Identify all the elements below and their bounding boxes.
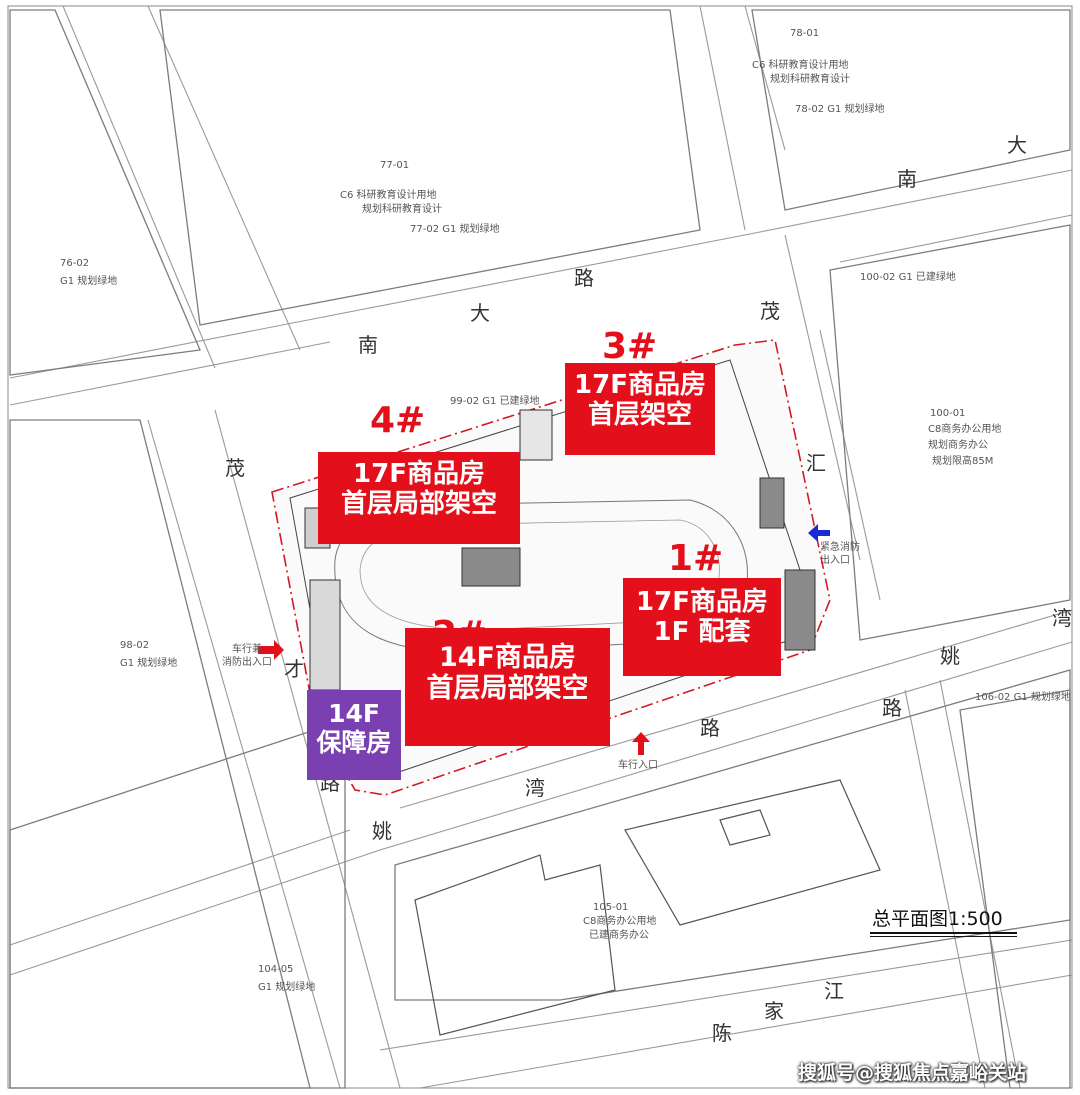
svg-text:76-02: 76-02 (60, 258, 89, 269)
road-label: 大 (1007, 133, 1027, 157)
svg-text:106-02 G1 规划绿地: 106-02 G1 规划绿地 (975, 690, 1071, 703)
road-label: 南 (897, 167, 917, 191)
svg-text:车行入口: 车行入口 (618, 758, 658, 771)
building-2-line-1: 14F商品房 (438, 642, 577, 673)
svg-text:G1 规划绿地: G1 规划绿地 (120, 656, 177, 669)
building-3-line-2: 首层架空 (587, 399, 692, 430)
affordable-line-2: 保障房 (316, 727, 392, 757)
road-label: 姚 (940, 644, 960, 668)
road-network (9, 5, 1073, 1089)
building-2-line-2: 首层局部架空 (426, 673, 589, 705)
svg-text:已建商务办公: 已建商务办公 (589, 928, 649, 941)
svg-text:C8商务办公用地: C8商务办公用地 (583, 914, 656, 927)
plot-blocks (9, 9, 1071, 1089)
building-3-line-1: 17F商品房 (574, 370, 706, 400)
road-label: 南 (358, 333, 378, 357)
svg-text:规划科研教育设计: 规划科研教育设计 (362, 202, 442, 215)
svg-text:100-01: 100-01 (930, 408, 965, 419)
road-label: 路 (574, 266, 594, 290)
svg-text:78-01: 78-01 (790, 28, 819, 39)
building-1-number: 1# (668, 538, 724, 579)
road-label: 路 (700, 716, 720, 740)
building-4-line-2: 首层局部架空 (340, 488, 497, 519)
building-4-line-1: 17F商品房 (353, 459, 485, 489)
svg-text:77-02 G1 规划绿地: 77-02 G1 规划绿地 (410, 222, 500, 235)
svg-text:出入口: 出入口 (820, 553, 850, 566)
right-entrance-arrow (808, 524, 830, 542)
building-1-line-1: 17F商品房 (636, 587, 768, 617)
road-label: 茂 (760, 299, 780, 323)
road-label: 大 (470, 301, 490, 325)
bottom-entrance-arrow (632, 732, 650, 755)
svg-text:车行兼: 车行兼 (232, 642, 262, 655)
svg-text:100-02 G1 已建绿地: 100-02 G1 已建绿地 (860, 270, 956, 283)
entrance-labels: 车行兼 消防出入口 紧急消防 出入口 车行入口 (222, 540, 860, 771)
svg-text:规划商务办公: 规划商务办公 (928, 438, 988, 451)
building-3-label: 17F商品房 首层架空 (565, 363, 715, 455)
road-label: 路 (882, 696, 902, 720)
building-footprints (304, 409, 816, 691)
affordable-line-1: 14F (328, 699, 380, 728)
building-1-line-2: 1F 配套 (653, 616, 751, 647)
existing-buildings (414, 779, 881, 1036)
svg-text:C6 科研教育设计用地: C6 科研教育设计用地 (752, 58, 849, 71)
svg-text:77-01: 77-01 (380, 160, 409, 171)
svg-text:78-02 G1 规划绿地: 78-02 G1 规划绿地 (795, 102, 885, 115)
building-4-number: 4# (370, 400, 426, 441)
svg-text:99-02 G1 已建绿地: 99-02 G1 已建绿地 (450, 394, 540, 407)
svg-text:104-05: 104-05 (258, 964, 293, 975)
road-label: 家 (764, 999, 784, 1023)
svg-text:C8商务办公用地: C8商务办公用地 (928, 422, 1001, 435)
affordable-housing-label: 14F 保障房 (307, 690, 401, 780)
road-label: 湾 (525, 776, 545, 800)
svg-text:105-01: 105-01 (593, 902, 628, 913)
road-label: 才 (284, 657, 304, 681)
svg-text:紧急消防: 紧急消防 (820, 540, 860, 553)
road-label: 江 (824, 979, 844, 1003)
road-label: 姚 (372, 819, 392, 843)
building-4-label: 17F商品房 首层局部架空 (318, 452, 520, 544)
road-label: 茂 (225, 456, 245, 480)
watermark: 搜狐号@搜狐焦点嘉峪关站 (798, 1062, 1027, 1084)
plot-labels: 78-01 C6 科研教育设计用地 规划科研教育设计 78-02 G1 规划绿地… (60, 28, 1071, 993)
building-1-label: 17F商品房 1F 配套 (623, 578, 781, 676)
title-underline (870, 932, 1017, 937)
road-label: 陈 (712, 1021, 732, 1045)
entrance-arrows (258, 524, 830, 755)
left-entrance-arrow (258, 640, 284, 660)
road-label: 汇 (806, 451, 826, 475)
svg-text:C6 科研教育设计用地: C6 科研教育设计用地 (340, 188, 437, 201)
svg-text:98-02: 98-02 (120, 640, 149, 651)
svg-text:规划限高85M: 规划限高85M (932, 454, 993, 467)
building-2-label: 14F商品房 首层局部架空 (405, 628, 610, 746)
svg-text:消防出入口: 消防出入口 (222, 655, 272, 668)
plan-title-scale: 总平面图1:500 (872, 908, 1003, 930)
road-label: 湾 (1052, 606, 1072, 630)
svg-text:G1 规划绿地: G1 规划绿地 (60, 274, 117, 287)
svg-text:规划科研教育设计: 规划科研教育设计 (770, 72, 850, 85)
building-3-number: 3# (602, 326, 658, 367)
svg-text:G1 规划绿地: G1 规划绿地 (258, 980, 315, 993)
